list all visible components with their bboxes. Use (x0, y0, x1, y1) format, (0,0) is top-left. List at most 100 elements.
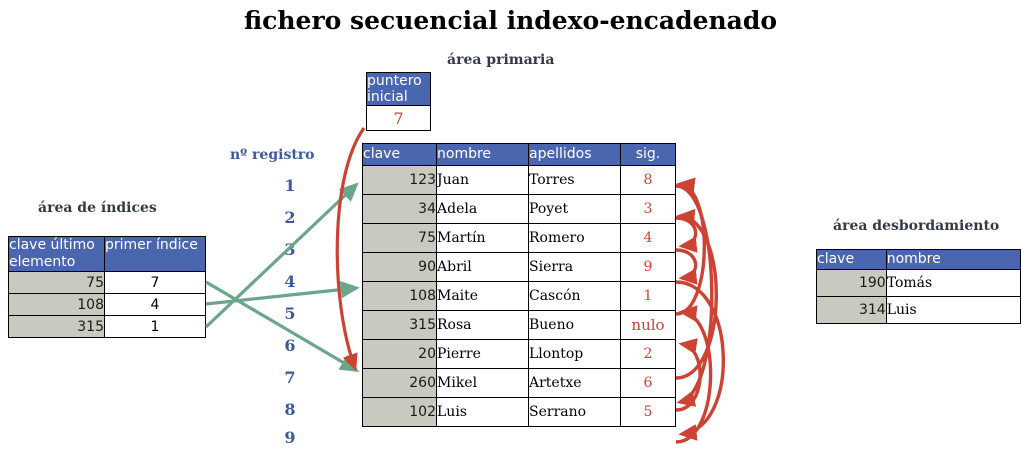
primary-cell-apellidos: Sierra (528, 252, 621, 282)
chain-link-arrows (675, 177, 726, 444)
primary-cell-sig: 4 (620, 223, 676, 253)
pointer-link-to-record7 (335, 127, 366, 372)
primary-cell-clave: 20 (362, 339, 437, 369)
index-cell-indice: 4 (104, 293, 206, 316)
primary-cell-nombre: Abril (436, 252, 529, 282)
table-row[interactable]: 123 Juan Torres 8 (362, 165, 676, 195)
primary-cell-sig: nulo (620, 310, 676, 340)
pointer-value-row[interactable]: 7 (366, 105, 431, 131)
pointer-header-row: puntero inicial (366, 72, 431, 106)
table-row[interactable]: 260 Mikel Artetxe 6 (362, 368, 676, 398)
primary-cell-clave: 75 (362, 223, 437, 253)
register-column-label: nº registro (230, 147, 315, 163)
primary-col-apellidos: apellidos (528, 143, 621, 166)
chain-link-1-to-8 (675, 184, 714, 407)
index-cell-clave: 75 (8, 271, 105, 294)
pointer-value: 7 (366, 105, 431, 131)
primary-cell-clave: 260 (362, 368, 437, 398)
primary-cell-sig: 6 (620, 368, 676, 398)
primary-header-row: clave nombre apellidos sig. (362, 143, 676, 166)
primary-cell-sig: 5 (620, 397, 676, 427)
overflow-area-caption: área desbordamiento (833, 218, 1000, 234)
index-cell-clave: 315 (8, 315, 105, 338)
table-row[interactable]: 108 4 (8, 293, 206, 316)
register-number: 2 (284, 208, 296, 227)
primary-cell-sig: 8 (620, 165, 676, 195)
primary-col-clave: clave (362, 143, 437, 166)
table-row[interactable]: 20 Pierre Llontop 2 (362, 339, 676, 369)
table-row[interactable]: 102 Luis Serrano 5 (362, 397, 676, 427)
primary-cell-nombre: Martín (436, 223, 529, 253)
chain-link-3-to-4 (675, 248, 698, 285)
index-link-row1-to-record7 (205, 280, 360, 372)
primary-cell-apellidos: Bueno (528, 310, 621, 340)
index-cell-indice: 1 (104, 315, 206, 338)
primary-col-sig: sig. (620, 143, 676, 166)
table-row[interactable]: 75 7 (8, 271, 206, 294)
primary-cell-nombre: Maite (436, 281, 529, 311)
overflow-cell-clave: 190 (816, 269, 887, 297)
primary-cell-clave: 34 (362, 194, 437, 224)
primary-cell-sig: 9 (620, 252, 676, 282)
table-row[interactable]: 34 Adela Poyet 3 (362, 194, 676, 224)
overflow-col-clave: clave (816, 249, 887, 270)
primary-cell-apellidos: Llontop (528, 339, 621, 369)
index-col-clave-ultimo: clave último elemento (8, 236, 105, 272)
primary-cell-sig: 3 (620, 194, 676, 224)
table-row[interactable]: 108 Maite Cascón 1 (362, 281, 676, 311)
chain-link-7-to-2 (675, 208, 718, 380)
table-row[interactable]: 75 Martín Romero 4 (362, 223, 676, 253)
chain-link-5-to-1 (675, 177, 706, 316)
primary-area-table: clave nombre apellidos sig. 123 Juan Tor… (362, 143, 676, 427)
table-row[interactable]: 315 Rosa Bueno nulo (362, 310, 676, 340)
primary-cell-nombre: Mikel (436, 368, 529, 398)
primary-cell-sig: 1 (620, 281, 676, 311)
primary-cell-apellidos: Romero (528, 223, 621, 253)
table-row[interactable]: 190 Tomás (816, 269, 1021, 297)
pointer-header-label: puntero inicial (366, 72, 431, 106)
primary-col-nombre: nombre (436, 143, 529, 166)
register-number: 9 (284, 428, 296, 447)
primary-cell-apellidos: Torres (528, 165, 621, 195)
primary-cell-nombre: Luis (436, 397, 529, 427)
primary-cell-apellidos: Cascón (528, 281, 621, 311)
table-row[interactable]: 314 Luis (816, 296, 1021, 324)
register-number: 1 (284, 176, 296, 195)
primary-cell-clave: 108 (362, 281, 437, 311)
register-number: 3 (284, 240, 296, 259)
primary-cell-nombre: Juan (436, 165, 529, 195)
chain-link-9-to-5 (675, 305, 713, 444)
primary-cell-clave: 102 (362, 397, 437, 427)
primary-cell-nombre: Adela (436, 194, 529, 224)
primary-cell-apellidos: Poyet (528, 194, 621, 224)
register-number: 8 (284, 400, 296, 419)
primary-cell-sig: 2 (620, 339, 676, 369)
overflow-cell-nombre: Tomás (885, 269, 1021, 297)
primary-cell-nombre: Pierre (436, 339, 529, 369)
register-number: 7 (284, 368, 296, 387)
index-header-row: clave último elemento primer índice (8, 236, 206, 272)
primary-cell-nombre: Rosa (436, 310, 529, 340)
overflow-cell-clave: 314 (816, 296, 887, 324)
overflow-cell-nombre: Luis (885, 296, 1021, 324)
overflow-col-nombre: nombre (885, 249, 1021, 270)
register-number: 4 (284, 272, 296, 291)
index-col-primer-indice: primer índice (104, 236, 206, 272)
primary-area-caption: área primaria (447, 52, 555, 68)
table-row[interactable]: 315 1 (8, 315, 206, 338)
index-area-caption: área de índices (38, 200, 157, 216)
pointer-link-arrow (335, 127, 366, 372)
primary-cell-clave: 315 (362, 310, 437, 340)
index-cell-clave: 108 (8, 293, 105, 316)
initial-pointer-table: puntero inicial 7 (366, 72, 431, 131)
primary-cell-apellidos: Serrano (528, 397, 621, 427)
overflow-area-table: clave nombre 190 Tomás 314 Luis (816, 249, 1021, 324)
table-row[interactable]: 90 Abril Sierra 9 (362, 252, 676, 282)
primary-cell-clave: 123 (362, 165, 437, 195)
overflow-header-row: clave nombre (816, 249, 1021, 270)
primary-cell-apellidos: Artetxe (528, 368, 621, 398)
index-cell-indice: 7 (104, 271, 206, 294)
register-number: 5 (284, 304, 296, 323)
primary-cell-clave: 90 (362, 252, 437, 282)
